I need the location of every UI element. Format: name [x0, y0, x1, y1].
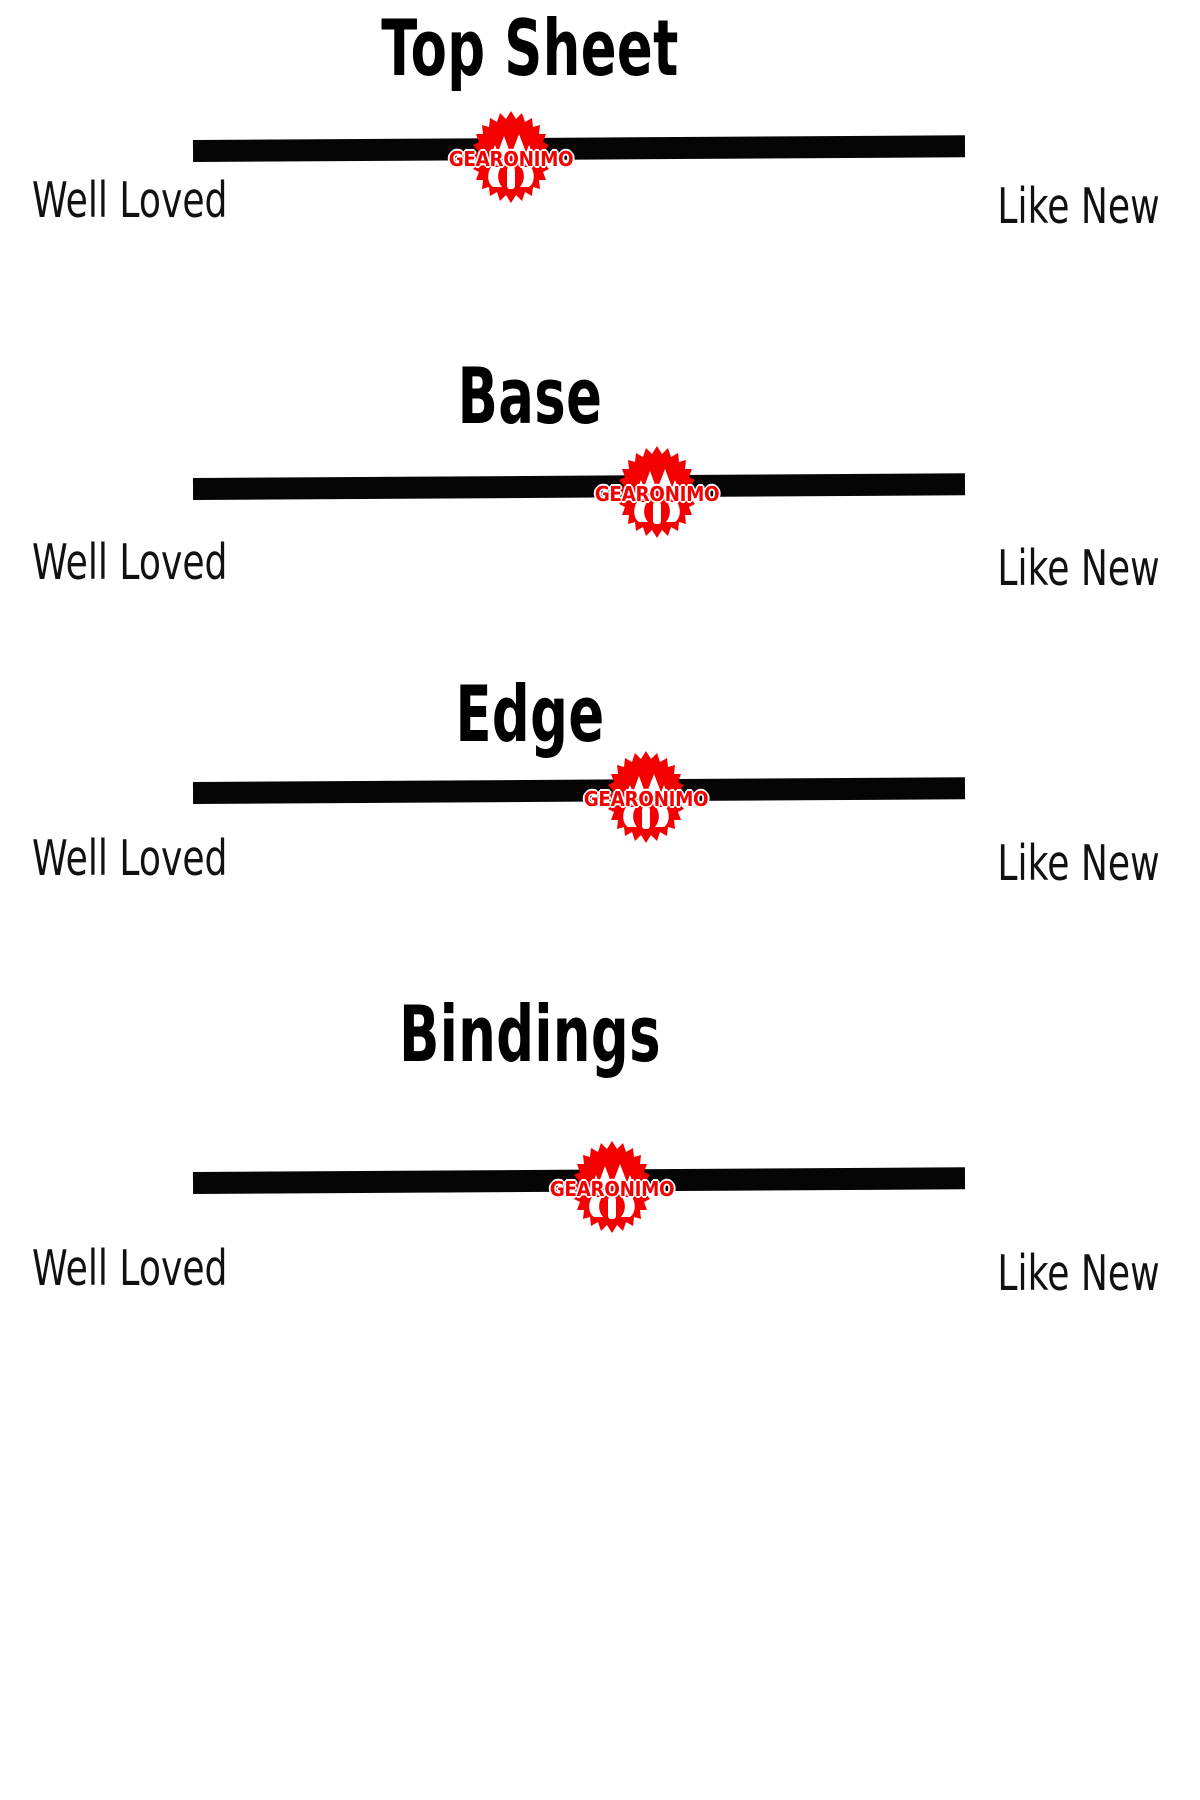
slider-track-edge[interactable]	[192, 777, 966, 804]
slider-right-label-edge: Like New	[997, 835, 1160, 892]
slider-handle-bindings[interactable]: GEARONIMO	[550, 1135, 675, 1239]
slider-left-label-bindings: Well Loved	[32, 1240, 228, 1297]
slider-title-base: Base	[457, 351, 603, 442]
slider-handle-top-sheet[interactable]: GEARONIMO	[449, 105, 574, 209]
gear-mountain-logo-icon	[568, 1135, 656, 1239]
handle-wordmark: GEARONIMO	[594, 482, 720, 506]
slider-track-top-sheet[interactable]	[192, 135, 966, 162]
slider-right-label-top-sheet: Like New	[997, 178, 1160, 235]
gear-mountain-logo-icon	[467, 105, 555, 209]
gear-mountain-logo-icon	[602, 745, 690, 849]
slider-left-label-top-sheet: Well Loved	[32, 172, 228, 229]
slider-left-label-edge: Well Loved	[32, 830, 228, 887]
slider-title-top-sheet: Top Sheet	[381, 3, 679, 94]
slider-title-bindings: Bindings	[399, 989, 661, 1080]
slider-handle-edge[interactable]: GEARONIMO	[584, 745, 709, 849]
slider-left-label-base: Well Loved	[32, 534, 228, 591]
slider-handle-base[interactable]: GEARONIMO	[595, 440, 720, 544]
slider-right-label-bindings: Like New	[997, 1245, 1160, 1302]
slider-title-edge: Edge	[455, 669, 605, 760]
handle-wordmark: GEARONIMO	[583, 787, 709, 811]
gear-mountain-logo-icon	[613, 440, 701, 544]
slider-track-base[interactable]	[192, 473, 966, 500]
handle-wordmark: GEARONIMO	[448, 147, 574, 171]
handle-wordmark: GEARONIMO	[549, 1177, 675, 1201]
slider-right-label-base: Like New	[997, 540, 1160, 597]
